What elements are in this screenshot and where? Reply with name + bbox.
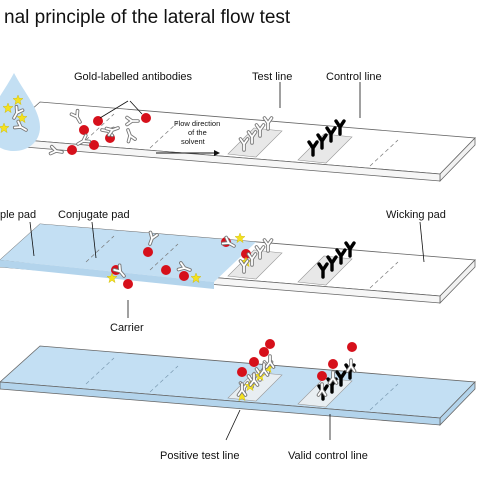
label-gold-antibodies: Gold-labelled antibodies (74, 71, 193, 83)
positive-test-line-complexes (236, 339, 276, 401)
label-wicking-pad: Wicking pad (386, 209, 446, 221)
label-flow-2: of the (188, 128, 207, 137)
label-conjugate-pad: Conjugate pad (58, 209, 130, 221)
label-positive-test-line: Positive test line (160, 450, 239, 462)
label-sample-pad: ple pad (0, 209, 36, 221)
label-valid-control-line: Valid control line (288, 450, 368, 462)
page-title: nal principle of the lateral flow test (4, 7, 291, 28)
sample-drop (0, 73, 40, 151)
label-flow-1: Flow direction (174, 119, 220, 128)
valid-control-line-complexes (316, 342, 357, 401)
label-carrier: Carrier (110, 322, 144, 334)
strip-2 (0, 223, 476, 304)
strip-1 (0, 101, 476, 182)
flow-arrow (156, 150, 220, 156)
label-control-line: Control line (326, 71, 382, 83)
gold-antibodies-strip-1 (48, 108, 151, 158)
label-flow-3: solvent (181, 137, 206, 146)
strip-3 (0, 345, 476, 426)
label-test-line: Test line (252, 71, 292, 83)
